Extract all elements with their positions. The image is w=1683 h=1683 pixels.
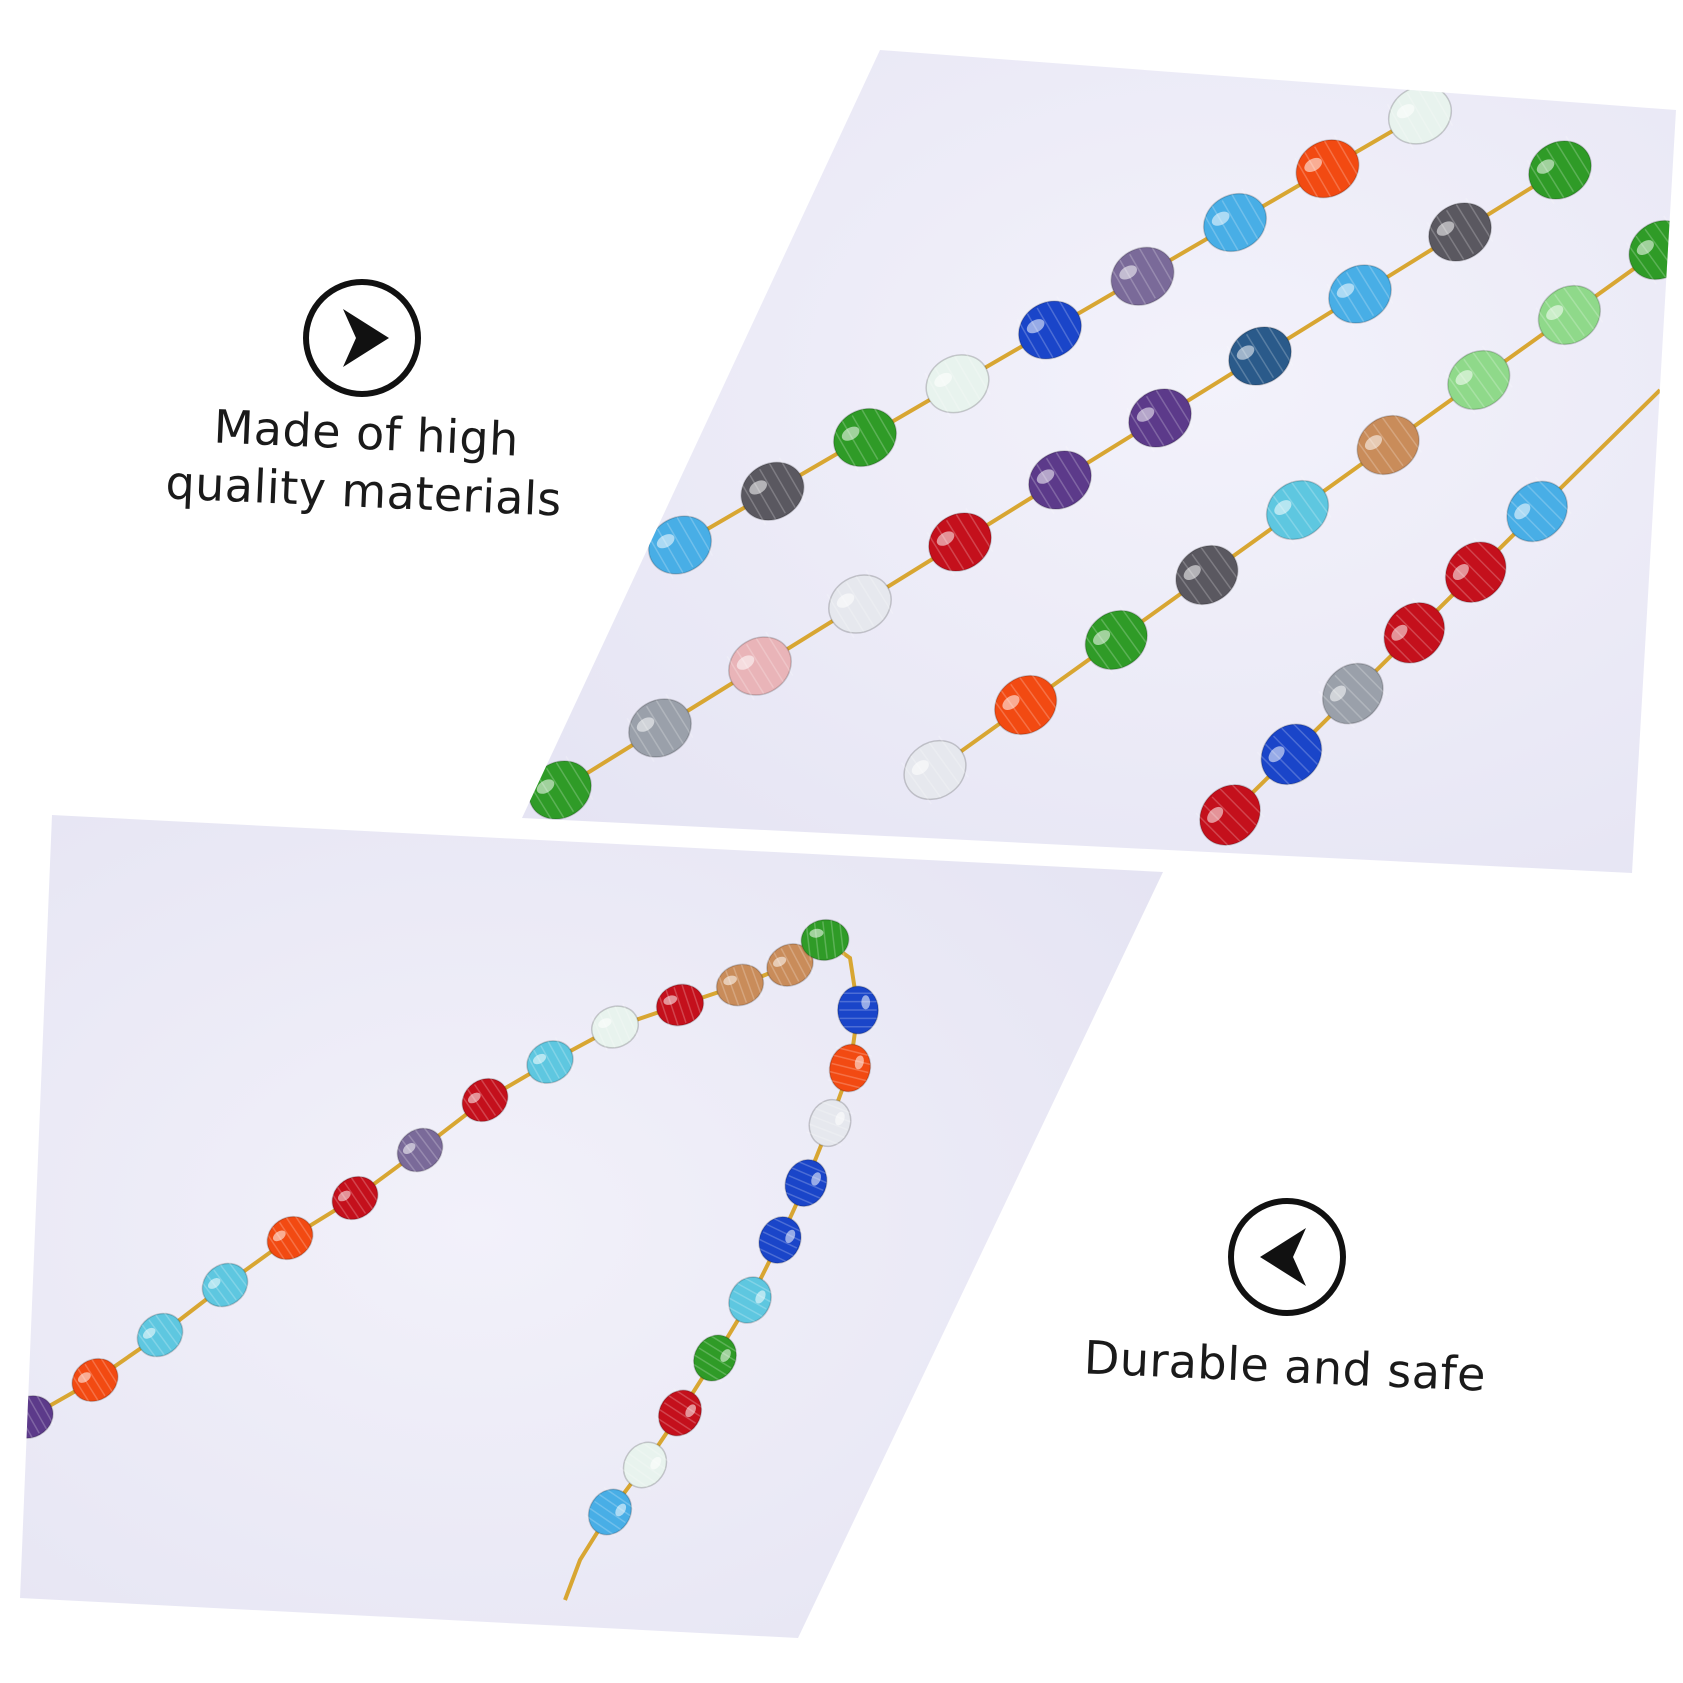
crystal-bead [70, 1354, 120, 1406]
top-bead-chains [526, 81, 1676, 850]
crystal-bead [1502, 476, 1572, 547]
crystal-bead [199, 1259, 251, 1311]
crystal-bead [1379, 598, 1449, 668]
crystal-bead [1326, 259, 1394, 329]
crystal-bead [800, 918, 850, 962]
crystal-bead [1082, 605, 1151, 675]
crystal-bead [460, 1074, 510, 1126]
crystal-bead [991, 670, 1060, 740]
crystal-bead [826, 569, 894, 639]
crystal-bead [654, 1388, 706, 1438]
crystal-bead [1016, 296, 1084, 364]
crystal-bead [525, 1037, 575, 1087]
crystal-bead [1109, 242, 1176, 311]
crystal-bead [526, 755, 594, 825]
crystal-bead [901, 735, 969, 805]
crystal-bead [1318, 658, 1388, 729]
crystal-bead [619, 1439, 671, 1491]
crystal-bead [1201, 188, 1269, 257]
crystal-bead [646, 511, 714, 579]
crystal-bead [827, 1043, 873, 1093]
crystal-bead [1294, 134, 1361, 203]
top-photo-backdrop [522, 50, 1676, 873]
crystal-bead [1226, 321, 1294, 391]
crystal-bead [591, 1002, 639, 1052]
bottom-bead-chain [20, 918, 879, 1601]
bottom-photo-backdrop [20, 815, 1163, 1638]
crystal-bead [1256, 719, 1327, 789]
crystal-bead [265, 1212, 315, 1264]
crystal-bead [806, 1098, 854, 1148]
chevron-right-icon [303, 279, 421, 397]
crystal-bead [394, 1124, 446, 1176]
crystal-bead [725, 1275, 775, 1325]
chevron-left-icon [1228, 1198, 1346, 1316]
crystal-bead [655, 981, 705, 1029]
crystal-bead [1444, 345, 1513, 415]
crystal-bead [739, 457, 806, 526]
crystal-bead [1526, 135, 1594, 205]
crystal-bead [755, 1216, 805, 1264]
crystal-bead [1354, 410, 1423, 480]
crystal-bead [1386, 81, 1454, 149]
crystal-bead [1172, 540, 1241, 610]
crystal-bead [584, 1487, 636, 1537]
crystal-bead [689, 1333, 741, 1383]
crystal-bead [1026, 445, 1094, 515]
crystal-bead [1126, 383, 1194, 453]
crystal-bead [831, 403, 899, 472]
crystal-bead [924, 349, 991, 418]
crystal-bead [1441, 537, 1511, 607]
crystal-bead [1195, 780, 1265, 850]
crystal-bead [837, 985, 879, 1035]
crystal-bead [330, 1172, 380, 1224]
crystal-bead [926, 507, 994, 577]
crystal-bead [726, 631, 794, 701]
crystal-bead [1535, 280, 1604, 350]
crystal-bead [626, 693, 694, 763]
crystal-bead [1426, 197, 1494, 267]
crystal-bead [715, 961, 765, 1009]
crystal-bead [781, 1158, 831, 1208]
crystal-bead [134, 1309, 186, 1361]
feature-text-quality: Made of high quality materials [164, 399, 563, 527]
crystal-bead [1263, 475, 1332, 545]
